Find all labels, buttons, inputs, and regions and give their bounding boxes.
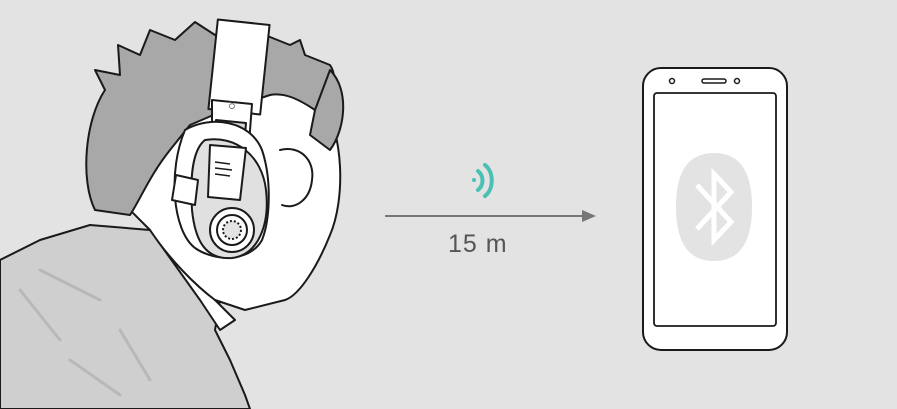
phone-sensor: [735, 79, 740, 84]
signal-wave-2: [485, 165, 492, 196]
person-with-headset: [0, 22, 343, 409]
cable-clip: [172, 175, 198, 205]
brand-plate: [208, 145, 246, 200]
phone-speaker: [702, 79, 726, 83]
signal-wave-1: [478, 171, 483, 190]
headset-brand-mark: IO: [227, 100, 237, 109]
phone-camera: [670, 79, 675, 84]
bluetooth-icon: [676, 153, 752, 261]
distance-arrow: [385, 210, 596, 222]
wireless-signal-icon: [472, 165, 492, 196]
signal-dot: [472, 178, 476, 182]
distance-label: 15 m: [448, 230, 508, 259]
smartphone: [643, 68, 787, 350]
volume-knob-center: [223, 221, 241, 239]
arrow-head: [582, 210, 596, 222]
